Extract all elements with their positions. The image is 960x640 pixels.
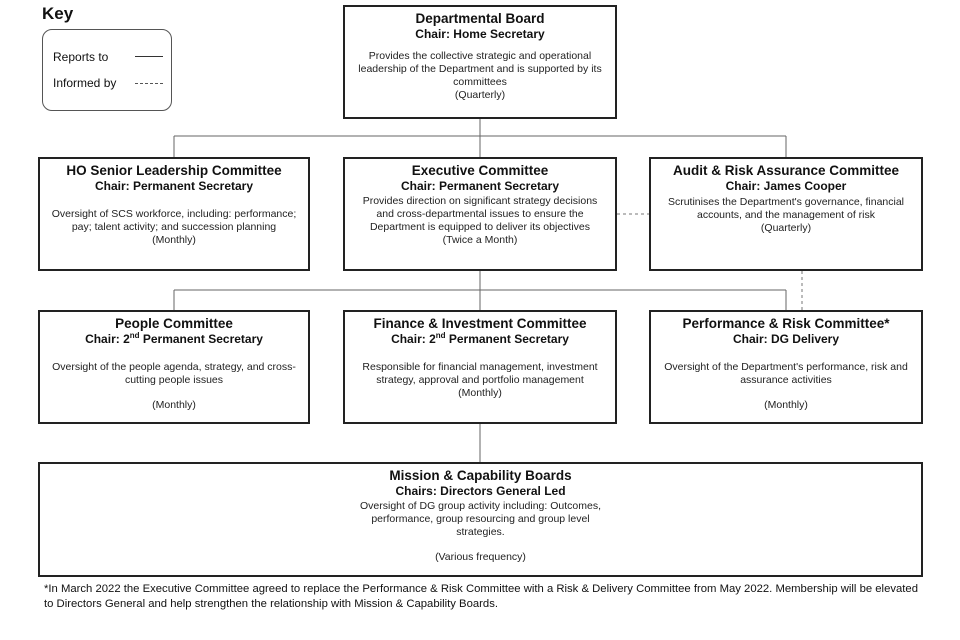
people-committee-box: People Committee Chair: 2nd Permanent Se…: [38, 310, 310, 424]
departmental-board-chair: Chair: Home Secretary: [415, 27, 545, 41]
key-legend: Reports to Informed by: [42, 29, 172, 111]
people-committee-title: People Committee: [115, 316, 233, 331]
key-informed-by-label: Informed by: [53, 76, 117, 90]
finance-investment-committee-description: Responsible for financial management, in…: [362, 361, 598, 386]
performance-risk-committee-description: Oversight of the Department's performanc…: [664, 361, 908, 386]
executive-committee-title: Executive Committee: [411, 163, 549, 178]
finance-investment-committee-chair: Chair: 2nd Permanent Secretary: [353, 332, 607, 347]
people-committee-frequency: (Monthly): [152, 399, 196, 411]
mission-capability-boards-description: Oversight of DG group activity including…: [359, 500, 602, 538]
people-committee-chair: Chair: 2nd Permanent Secretary: [48, 332, 300, 347]
finance-investment-committee-chair-prefix: Chair: 2: [391, 332, 436, 346]
executive-committee-description: Provides direction on significant strate…: [362, 195, 598, 233]
ho-senior-leadership-committee-title: HO Senior Leadership Committee: [66, 163, 282, 178]
mission-capability-boards-box: Mission & Capability Boards Chairs: Dire…: [38, 462, 923, 577]
departmental-board-box: Departmental Board Chair: Home Secretary…: [343, 5, 617, 119]
audit-risk-assurance-committee-description: Scrutinises the Department's governance,…: [667, 196, 905, 221]
footnote: *In March 2022 the Executive Committee a…: [44, 583, 918, 610]
audit-risk-assurance-committee-title: Audit & Risk Assurance Committee: [672, 163, 900, 178]
mission-capability-boards-chair: Chairs: Directors General Led: [395, 484, 566, 498]
executive-committee-frequency: (Twice a Month): [442, 234, 518, 246]
people-committee-chair-prefix: Chair: 2: [85, 332, 130, 346]
finance-investment-committee-chair-suffix: Permanent Secretary: [445, 332, 569, 346]
performance-risk-committee-frequency: (Monthly): [764, 399, 808, 411]
ho-senior-leadership-committee-box: HO Senior Leadership Committee Chair: Pe…: [38, 157, 310, 271]
ho-senior-leadership-committee-chair: Chair: Permanent Secretary: [94, 179, 254, 193]
key-title: Key: [42, 4, 74, 23]
key-solid-line: [135, 56, 163, 57]
executive-committee-box: Executive Committee Chair: Permanent Sec…: [343, 157, 617, 271]
executive-committee-chair: Chair: Permanent Secretary: [400, 179, 560, 193]
mission-capability-boards-title: Mission & Capability Boards: [389, 468, 572, 483]
key-dashed-line: [135, 83, 163, 84]
people-committee-chair-suffix: Permanent Secretary: [139, 332, 263, 346]
audit-risk-assurance-committee-box: Audit & Risk Assurance Committee Chair: …: [649, 157, 923, 271]
departmental-board-description: Provides the collective strategic and op…: [358, 50, 602, 88]
finance-investment-committee-box: Finance & Investment Committee Chair: 2n…: [343, 310, 617, 424]
performance-risk-committee-title: Performance & Risk Committee*: [682, 316, 890, 331]
people-committee-description: Oversight of the people agenda, strategy…: [52, 361, 296, 386]
mission-capability-boards-frequency: (Various frequency): [435, 551, 526, 563]
audit-risk-assurance-committee-frequency: (Quarterly): [760, 222, 812, 234]
people-committee-chair-sup: nd: [129, 331, 140, 340]
departmental-board-title: Departmental Board: [415, 11, 545, 26]
finance-investment-committee-title: Finance & Investment Committee: [373, 316, 587, 331]
ho-senior-leadership-committee-frequency: (Monthly): [152, 234, 196, 246]
finance-investment-committee-chair-sup: nd: [435, 331, 446, 340]
departmental-board-frequency: (Quarterly): [454, 89, 506, 101]
performance-risk-committee-chair: Chair: DG Delivery: [732, 332, 840, 346]
ho-senior-leadership-committee-description: Oversight of SCS workforce, including: p…: [51, 208, 297, 233]
performance-risk-committee-box: Performance & Risk Committee* Chair: DG …: [649, 310, 923, 424]
audit-risk-assurance-committee-chair: Chair: James Cooper: [725, 179, 847, 193]
key-reports-to-label: Reports to: [53, 50, 109, 64]
finance-investment-committee-frequency: (Monthly): [458, 387, 502, 399]
